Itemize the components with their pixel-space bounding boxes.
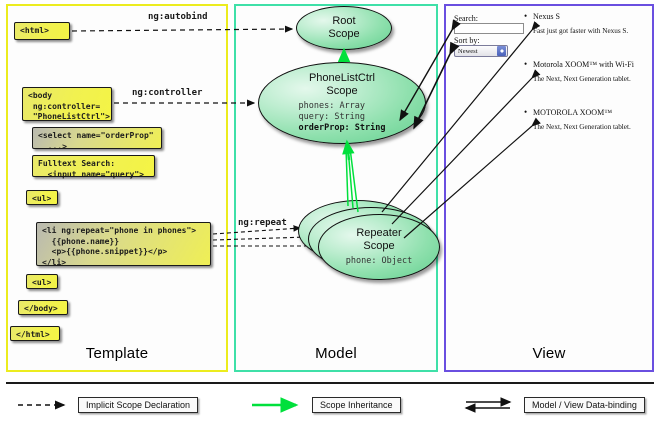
list-item: Nexus S Fast just got faster with Nexus …: [524, 11, 652, 35]
phone-name: MOTOROLA XOOM™: [524, 107, 652, 117]
phone-name: Motorola XOOM™ with Wi-Fi: [524, 59, 652, 69]
double-arrow-icon: [464, 397, 512, 413]
phonelistctrl-scope-line2: Scope: [326, 84, 358, 97]
view-sort-label: Sort by:: [454, 36, 480, 45]
repeater-scope-line1: Repeater: [356, 227, 402, 240]
repeater-scope-ellipse-front: Repeater Scope phone: Object: [318, 214, 440, 280]
code-box-ul-close: <ul>: [26, 274, 58, 289]
phonelistctrl-scope-props: phones: Array query: String orderProp: S…: [299, 101, 386, 134]
legend-scope-inheritance: Scope Inheritance: [250, 396, 401, 414]
legend-implicit-label: Implicit Scope Declaration: [78, 397, 199, 413]
repeater-scope-line2: Scope: [363, 239, 395, 252]
code-box-search-input: Fulltext Search: <input name="query">: [32, 155, 155, 179]
view-search-label: Search:: [454, 14, 478, 23]
phonelistctrl-scope-title: PhoneListCtrl Scope: [309, 72, 375, 97]
code-box-body-open: <body ng:controller= "PhoneListCtrl">: [22, 87, 112, 121]
root-scope-ellipse: Root Scope: [296, 6, 392, 50]
phonelistctrl-props-bold: orderProp: String: [298, 122, 386, 133]
root-scope-line1: Root: [332, 15, 356, 28]
code-box-body-close: </body>: [18, 300, 68, 315]
phone-snippet: The Next, Next Generation tablet.: [533, 75, 631, 83]
root-scope-title: Root Scope: [328, 15, 359, 40]
list-item: MOTOROLA XOOM™ The Next, Next Generation…: [524, 107, 652, 131]
label-ng-autobind: ng:autobind: [148, 12, 208, 22]
code-box-li-repeat: <li ng:repeat="phone in phones"> {{phone…: [36, 222, 211, 267]
panel-label-model: Model: [315, 345, 357, 362]
panel-template: [6, 4, 228, 372]
dashed-arrow-icon: [18, 400, 66, 410]
list-item: Motorola XOOM™ with Wi-Fi The Next, Next…: [524, 59, 652, 83]
legend-inheritance-label: Scope Inheritance: [312, 397, 401, 413]
chevron-updown-icon: [497, 46, 506, 56]
code-box-html-close: </html>: [10, 326, 60, 341]
view-sort-select[interactable]: Newest: [454, 45, 508, 57]
view-search-input[interactable]: [454, 23, 524, 34]
view-sort-selected-value: Newest: [458, 47, 478, 55]
panel-label-template: Template: [85, 345, 149, 362]
phonelistctrl-scope-line1: PhoneListCtrl: [308, 72, 376, 85]
legend-data-binding: Model / View Data-binding: [462, 396, 645, 414]
code-box-select: <select name="orderProp" ...>: [32, 127, 162, 151]
repeater-scope-title: Repeater Scope: [356, 227, 401, 252]
legend-binding-label: Model / View Data-binding: [524, 397, 645, 413]
code-box-ul-open: <ul>: [26, 190, 58, 205]
root-scope-line2: Scope: [328, 28, 360, 40]
phonelistctrl-scope-ellipse: PhoneListCtrl Scope phones: Array query:…: [258, 62, 426, 144]
label-ng-controller: ng:controller: [132, 88, 203, 98]
panel-label-view: View: [532, 345, 566, 362]
panel-model: [234, 4, 438, 372]
legend-implicit-scope: Implicit Scope Declaration: [16, 396, 199, 414]
code-box-html-open: <html>: [14, 22, 70, 40]
phone-snippet: The Next, Next Generation tablet.: [533, 123, 631, 131]
phone-name: Nexus S: [524, 11, 652, 21]
label-ng-repeat: ng:repeat: [238, 218, 287, 228]
legend-divider: [6, 382, 654, 384]
repeater-scope-props: phone: Object: [345, 255, 413, 266]
phone-snippet: Fast just got faster with Nexus S.: [533, 27, 629, 35]
green-arrow-icon: [252, 397, 299, 413]
phonelistctrl-props-plain: phones: Array query: String: [298, 100, 366, 122]
